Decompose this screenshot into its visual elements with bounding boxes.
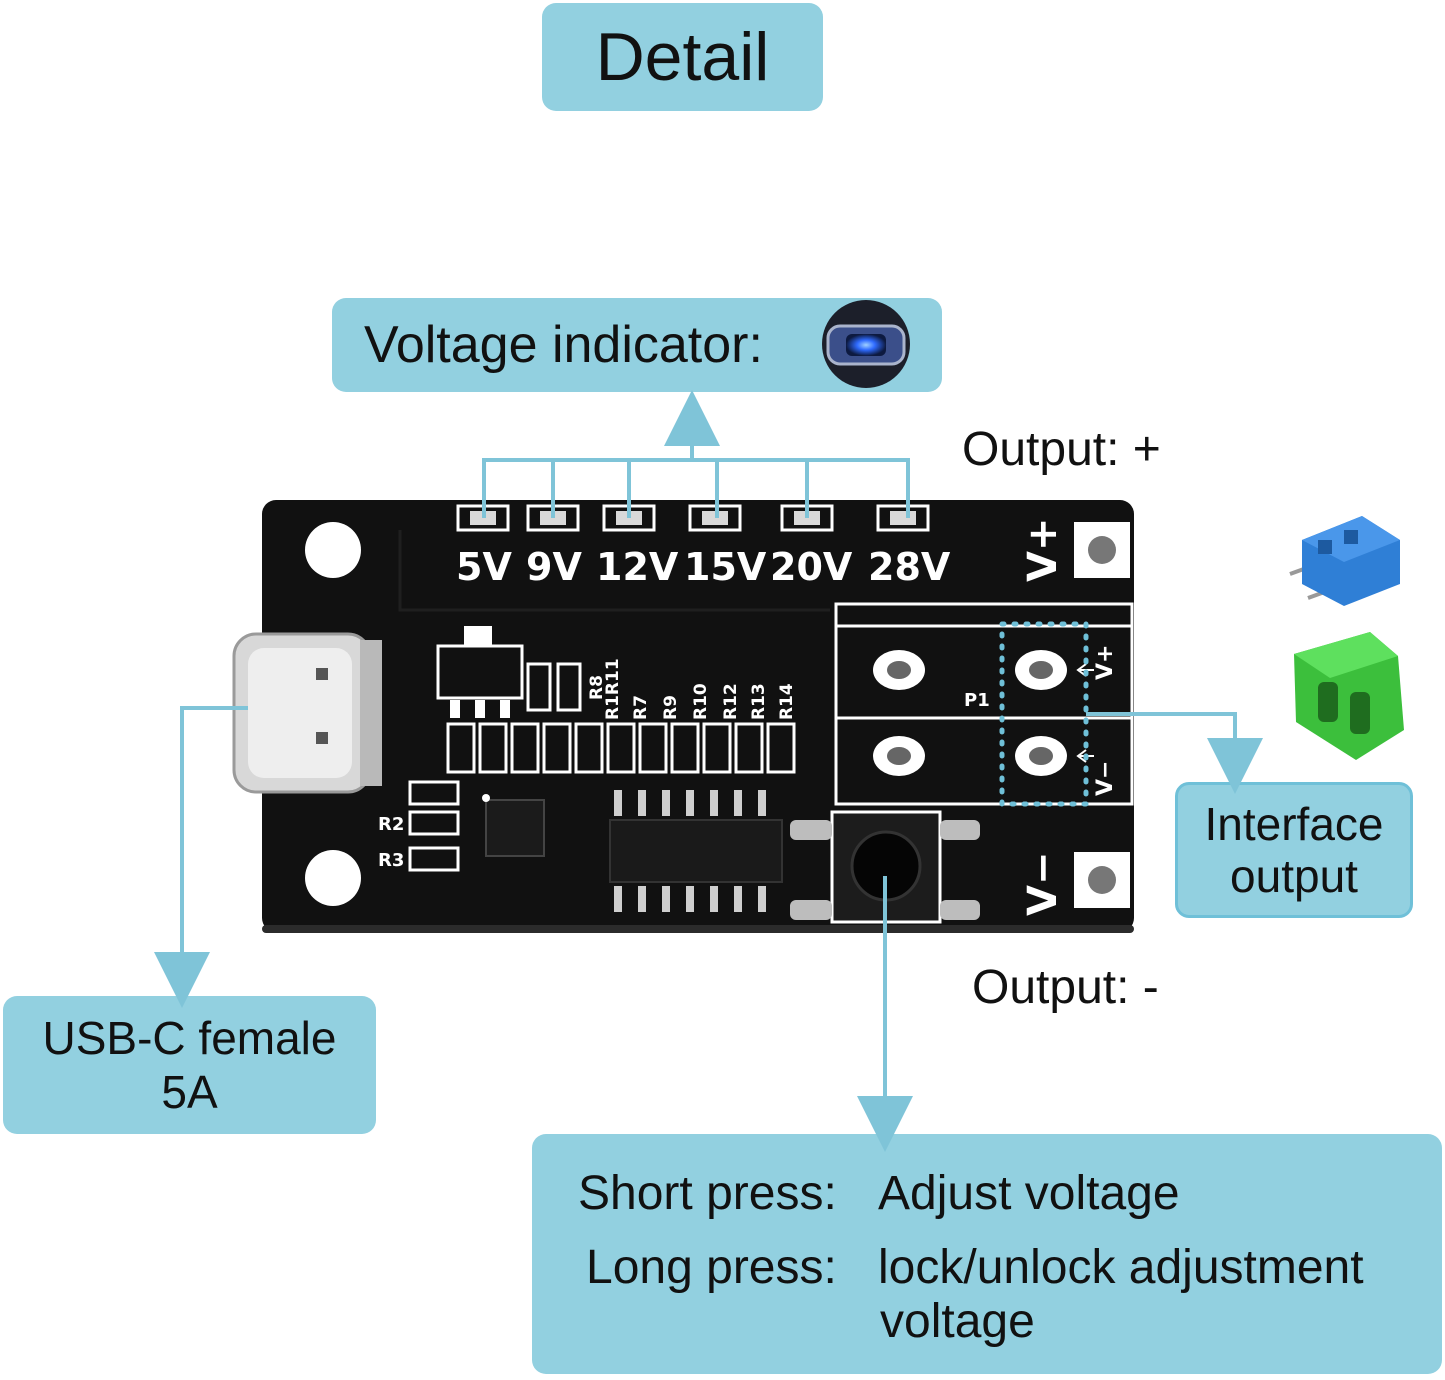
long-press-value: lock/unlock adjustment bbox=[878, 1241, 1364, 1294]
usb-c-line1: USB-C female bbox=[42, 1012, 337, 1064]
interface-output-line1: Interface bbox=[1204, 798, 1384, 850]
pcb-board: 5V 9V 12V 15V 20V 28V V+ V− bbox=[232, 500, 1134, 933]
usb-c-connector bbox=[232, 632, 382, 794]
resistor-label-r13: R13 bbox=[749, 683, 769, 720]
voltage-28v: 28V bbox=[868, 545, 951, 589]
soic-chip bbox=[609, 790, 783, 912]
r2-silk: R2 bbox=[378, 814, 404, 835]
title-label: Detail bbox=[542, 3, 823, 111]
p1-silk: P1 bbox=[964, 690, 990, 711]
r3-silk: R3 bbox=[378, 850, 404, 871]
v-minus-silk: V− bbox=[1020, 852, 1066, 916]
output-minus-label: Output: - bbox=[972, 961, 1159, 1014]
interface-output-line2: output bbox=[1230, 850, 1358, 902]
blue-led-icon bbox=[822, 300, 910, 388]
resistor-label-r7: R7 bbox=[631, 695, 651, 720]
resistor-label-r8: R8 bbox=[587, 675, 607, 700]
resistor-label-r1r11: R1R11 bbox=[603, 658, 623, 720]
resistor-label-r14: R14 bbox=[777, 683, 797, 720]
resistor-label-r10: R10 bbox=[691, 683, 711, 720]
v-plus-silk: V+ bbox=[1020, 518, 1066, 582]
output-plus-label: Output: + bbox=[962, 423, 1161, 476]
terminal-block-area: P1 V+ V− bbox=[834, 602, 1134, 807]
voltage-9v: 9V bbox=[526, 545, 582, 589]
short-press-value: Adjust voltage bbox=[878, 1167, 1180, 1220]
resistor-label-r9: R9 bbox=[661, 695, 681, 720]
long-press-key: Long press: bbox=[586, 1241, 837, 1294]
v-minus-pad: V− bbox=[1020, 852, 1130, 916]
voltage-indicator-text: Voltage indicator: bbox=[364, 316, 763, 374]
voltage-15v: 15V bbox=[684, 545, 767, 589]
voltage-12v: 12V bbox=[596, 545, 679, 589]
resistor-row: R8 R1R11 R7 R9 R10 R12 R13 R14 bbox=[446, 658, 797, 774]
voltage-silkscreen: 5V 9V 12V 15V 20V 28V bbox=[456, 545, 951, 589]
r2-r3-components: R2 R3 bbox=[378, 780, 460, 872]
voltage-regulator-chip bbox=[436, 626, 524, 718]
blue-terminal-block-icon bbox=[1289, 516, 1400, 606]
resistor-label-r12: R12 bbox=[721, 683, 741, 720]
small-v-plus-silk: V+ bbox=[1093, 645, 1118, 680]
mounting-hole-top bbox=[305, 522, 361, 578]
tactile-button bbox=[790, 810, 980, 924]
usb-c-label: USB-C female 5A bbox=[3, 996, 376, 1134]
usb-c-line2: 5A bbox=[161, 1066, 218, 1118]
v-plus-pad: V+ bbox=[1020, 518, 1130, 582]
green-terminal-block-icon bbox=[1294, 632, 1404, 760]
title-text: Detail bbox=[595, 19, 770, 95]
small-v-minus-silk: V− bbox=[1093, 761, 1118, 796]
voltage-20v: 20V bbox=[770, 545, 853, 589]
long-press-value-2: voltage bbox=[880, 1295, 1035, 1348]
mounting-hole-bottom bbox=[305, 850, 361, 906]
button-function-label: Short press: Adjust voltage Long press: … bbox=[532, 1134, 1442, 1374]
controller-ic bbox=[482, 794, 545, 857]
short-press-key: Short press: bbox=[578, 1167, 837, 1220]
voltage-5v: 5V bbox=[456, 545, 512, 589]
interface-output-label: Interface output bbox=[1175, 782, 1413, 918]
connector-lines bbox=[154, 390, 1263, 1152]
led-row bbox=[456, 504, 930, 532]
